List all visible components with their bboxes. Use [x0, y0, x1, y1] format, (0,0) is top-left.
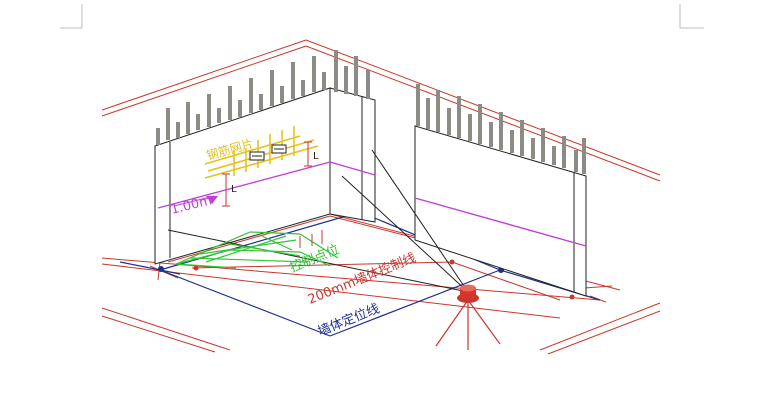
wall-position-line-label: 墙体定位线 — [316, 301, 382, 339]
wall-position-lines — [119, 211, 601, 337]
control-point-label: 控制点位 — [288, 242, 342, 275]
right-wall — [414, 125, 587, 297]
left-wall-rebar — [156, 50, 370, 145]
left-wall — [154, 87, 376, 265]
page-corner-marks — [60, 4, 704, 29]
zone-dimension-ticks — [299, 230, 323, 248]
dimension-l-markers — [222, 141, 312, 207]
control-point-zone — [175, 231, 339, 269]
slab-outline-lines — [101, 39, 661, 355]
dimension-l-left: L — [231, 184, 237, 195]
dimension-l-right: L — [313, 151, 319, 162]
laser-level-tripod — [435, 284, 501, 350]
control-point-markers — [158, 259, 575, 300]
right-wall-rebar — [416, 84, 586, 174]
